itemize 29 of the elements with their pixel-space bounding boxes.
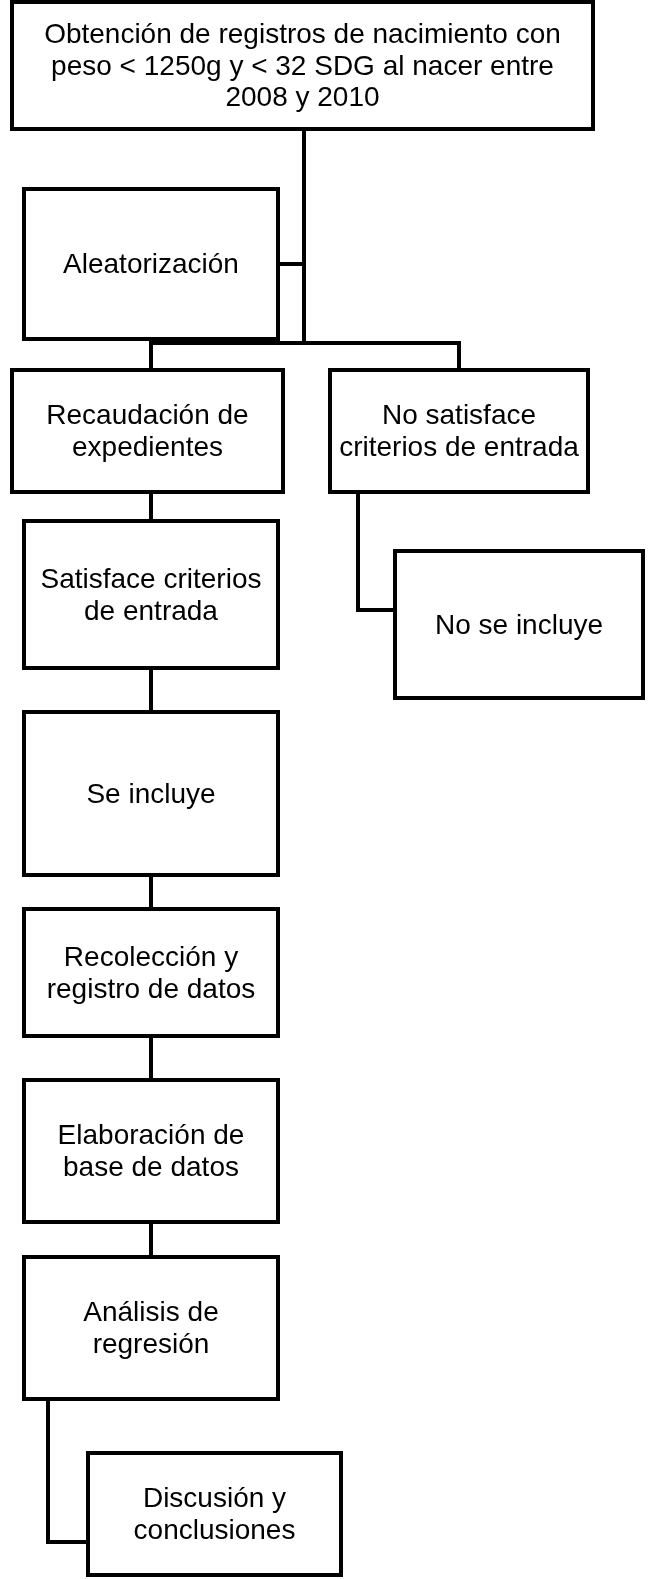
- process-box: [86, 1451, 343, 1577]
- process-box: [22, 519, 280, 670]
- connector-line: [356, 492, 395, 612]
- process-box: [22, 710, 280, 877]
- process-box: [22, 1078, 280, 1224]
- box-label: Análisis de regresión: [82, 1296, 220, 1360]
- connector-line: [149, 1222, 153, 1257]
- box-label: Se incluye: [86, 777, 216, 810]
- box-label: Aleatorización: [63, 248, 239, 280]
- connector-line: [46, 1399, 88, 1544]
- process-box: [10, 368, 285, 494]
- box-label: Satisface criterios de entrada: [39, 562, 263, 627]
- process-box: [22, 187, 280, 341]
- process-box: [10, 0, 595, 131]
- connector-line: [149, 1036, 153, 1080]
- connector-line: [149, 875, 153, 909]
- process-box: [328, 368, 590, 494]
- connector-line: [149, 668, 153, 712]
- box-label: No se incluye: [434, 608, 604, 641]
- connector-line: [149, 492, 153, 521]
- process-box: [393, 549, 645, 700]
- process-box: [22, 1255, 280, 1401]
- box-label: Obtención de registros de nacimiento con peso < 1250g y < 32 SDG al nacer entre 2008 y 2010: [43, 18, 562, 113]
- box-label: Recolección y registro de datos: [45, 940, 257, 1005]
- process-box: [22, 907, 280, 1038]
- box-label: Recaudación de expedientes: [45, 399, 250, 463]
- box-label: Elaboración de base de datos: [56, 1119, 246, 1183]
- box-label: No satisface criterios de entrada: [338, 399, 580, 463]
- box-label: Discusión y conclusiones: [132, 1482, 297, 1546]
